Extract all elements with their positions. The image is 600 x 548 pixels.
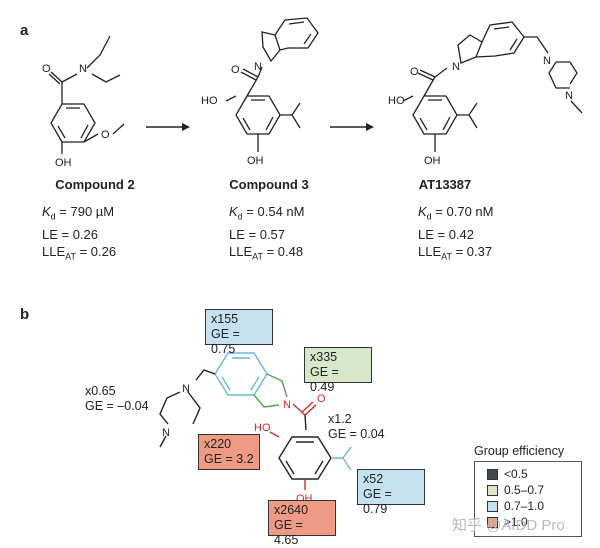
svg-text:N: N bbox=[543, 55, 551, 67]
legend-item: <0.5 bbox=[475, 466, 581, 482]
le-value: LE = 0.57 bbox=[229, 226, 286, 242]
compound-3-name: Compound 3 bbox=[229, 177, 309, 192]
legend-swatch-blue bbox=[487, 500, 498, 512]
compound-2-name: Compound 2 bbox=[55, 177, 135, 192]
compound-2-properties: Kd = 790 µM LE = 0.26 LLEAT = 0.26 bbox=[42, 203, 116, 265]
le-value: LE = 0.26 bbox=[42, 226, 99, 242]
kd-value: Kd = 0.70 nM bbox=[418, 204, 494, 222]
svg-text:OH: OH bbox=[55, 157, 72, 169]
panel-a-letter: a bbox=[20, 22, 29, 39]
svg-text:O: O bbox=[410, 66, 419, 78]
legend: <0.5 0.5–0.7 0.7–1.0 >1.0 bbox=[474, 461, 582, 537]
kd-value: Kd = 0.54 nM bbox=[229, 204, 305, 222]
svg-text:OH: OH bbox=[424, 155, 441, 167]
svg-text:HO: HO bbox=[388, 95, 405, 107]
compound-3-properties: Kd = 0.54 nM LE = 0.57 LLEAT = 0.48 bbox=[229, 203, 304, 265]
lle-value: LLEAT = 0.37 bbox=[418, 243, 493, 262]
at13387-properties: Kd = 0.70 nM LE = 0.42 LLEAT = 0.37 bbox=[418, 203, 493, 265]
svg-text:OH: OH bbox=[247, 155, 264, 167]
svg-text:N: N bbox=[283, 399, 291, 411]
legend-title: Group efficiency bbox=[474, 444, 565, 458]
svg-text:N: N bbox=[452, 61, 460, 73]
legend-item: >1.0 bbox=[475, 514, 581, 530]
lle-value: LLEAT = 0.48 bbox=[229, 243, 304, 262]
svg-text:N: N bbox=[79, 63, 87, 75]
legend-swatch-green bbox=[487, 484, 498, 496]
at13387-name: AT13387 bbox=[418, 177, 472, 192]
svg-text:O: O bbox=[317, 393, 326, 405]
svg-text:N: N bbox=[162, 427, 170, 439]
kd-value: Kd = 790 µM bbox=[42, 204, 115, 222]
svg-text:O: O bbox=[101, 129, 110, 141]
legend-item: 0.5–0.7 bbox=[475, 482, 581, 498]
legend-swatch-dark bbox=[487, 468, 498, 480]
svg-text:N: N bbox=[182, 383, 190, 395]
svg-text:HO: HO bbox=[201, 95, 218, 107]
svg-text:O: O bbox=[42, 63, 51, 75]
legend-item: 0.7–1.0 bbox=[475, 498, 581, 514]
svg-text:N: N bbox=[254, 61, 262, 73]
svg-text:HO: HO bbox=[254, 422, 271, 434]
watermark: 知乎 @AIDD Pro bbox=[452, 517, 565, 534]
legend-swatch-red bbox=[487, 516, 498, 528]
svg-text:O: O bbox=[231, 64, 240, 76]
svg-text:N: N bbox=[565, 90, 573, 102]
panel-b-letter: b bbox=[20, 306, 30, 323]
lle-value: LLEAT = 0.26 bbox=[42, 243, 117, 262]
le-value: LE = 0.42 bbox=[418, 226, 475, 242]
